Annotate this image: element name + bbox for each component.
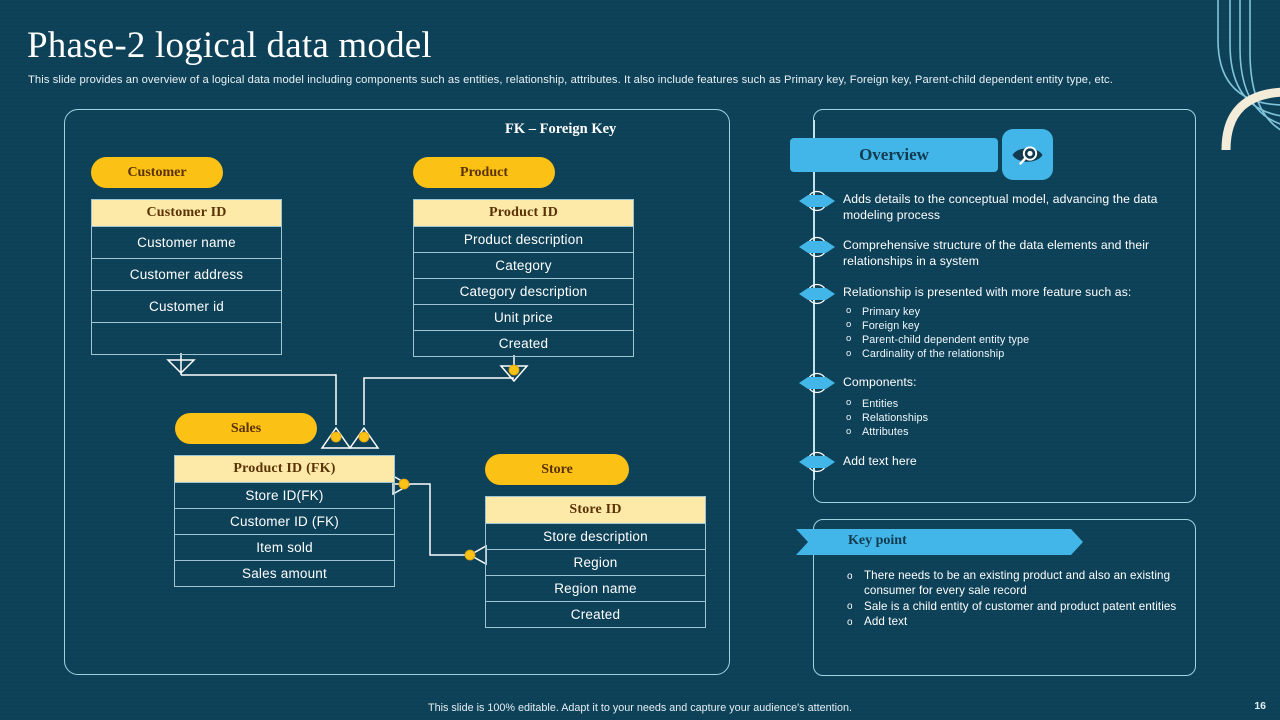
overview-banner: Overview [790, 138, 998, 172]
entity-pill-label: Store [541, 461, 573, 477]
entity-pill-label: Product [460, 164, 508, 180]
footer-note: This slide is 100% editable. Adapt it to… [427, 702, 852, 714]
overview-item-text: Components: [843, 375, 917, 390]
timeline-marker-icon [799, 452, 835, 473]
entity-attribute-row: Region [485, 550, 706, 576]
page-number: 16 [1254, 700, 1266, 712]
entity-table-customer: Customer ID Customer name Customer addre… [91, 199, 282, 355]
entity-header-cell: Product ID [413, 199, 634, 227]
overview-item-text: Comprehensive structure of the data elem… [843, 238, 1150, 268]
overview-item: Components: Entities Relationships Attri… [799, 373, 1193, 440]
entity-attribute-row: Sales amount [174, 561, 395, 587]
entity-attribute-row: Category [413, 253, 634, 279]
keypoint-item: Sale is a child entity of customer and p… [845, 599, 1185, 615]
keypoint-item: Add text [845, 614, 1185, 631]
overview-item-list: Adds details to the conceptual model, ad… [799, 190, 1193, 481]
entity-table-store: Store ID Store description Region Region… [485, 496, 706, 628]
entity-header-cell: Store ID [485, 496, 706, 524]
keypoint-item-list: There needs to be an existing product an… [845, 568, 1185, 630]
eye-search-icon[interactable] [1002, 129, 1053, 180]
overview-item: Add text here [799, 452, 1193, 473]
fk-legend-label: FK – Foreign Key [505, 121, 617, 137]
overview-item: Comprehensive structure of the data elem… [799, 236, 1193, 269]
overview-sub-item: Cardinality of the relationship [843, 347, 1193, 361]
entity-attribute-row: Region name [485, 576, 706, 602]
overview-sub-list: Entities Relationships Attributes [843, 396, 1193, 440]
entity-attribute-row: Store ID(FK) [174, 483, 395, 509]
timeline-marker-icon [799, 373, 835, 394]
timeline-marker-icon [799, 283, 835, 305]
entity-attribute-row: Unit price [413, 305, 634, 331]
entity-attribute-row: Customer id [91, 291, 282, 323]
banner-arrow-shape [796, 529, 1083, 555]
overview-item: Adds details to the conceptual model, ad… [799, 190, 1193, 223]
entity-attribute-row: Customer ID (FK) [174, 509, 395, 535]
entity-attribute-row: Created [485, 602, 706, 628]
overview-sub-item: Primary key [843, 304, 1193, 319]
timeline-marker-icon [799, 236, 835, 258]
entity-attribute-row: Customer address [91, 259, 282, 291]
entity-table-sales: Product ID (FK) Store ID(FK) Customer ID… [174, 455, 395, 587]
entity-header-cell: Product ID (FK) [174, 455, 395, 483]
entity-attribute-row: Product description [413, 227, 634, 253]
entity-attribute-row: Created [413, 331, 634, 357]
overview-sub-item: Relationships [843, 411, 1193, 425]
overview-sub-item: Parent-child dependent entity type [843, 332, 1193, 347]
keypoint-item: There needs to be an existing product an… [845, 568, 1185, 599]
overview-item-text: Adds details to the conceptual model, ad… [843, 192, 1158, 222]
entity-attribute-row: Item sold [174, 535, 395, 561]
entity-attribute-row: Customer name [91, 227, 282, 259]
entity-pill-customer[interactable]: Customer [91, 157, 223, 188]
keypoint-banner-label: Key point [848, 533, 907, 548]
entity-pill-label: Sales [230, 420, 262, 436]
entity-pill-product[interactable]: Product [413, 157, 555, 188]
page-subtitle: This slide provides an overview of a log… [28, 74, 1113, 86]
overview-item-text: Add text here [843, 454, 917, 469]
page-title: Phase-2 logical data model [27, 25, 432, 66]
overview-sub-item: Entities [843, 396, 1193, 411]
keypoint-card [813, 519, 1196, 676]
keypoint-banner: Key point [796, 529, 1083, 555]
entity-attribute-row-empty [91, 323, 282, 355]
timeline-marker-icon [799, 190, 835, 212]
entity-pill-label: Customer [127, 164, 187, 180]
overview-item: Relationship is presented with more feat… [799, 283, 1193, 362]
entity-table-product: Product ID Product description Category … [413, 199, 634, 357]
entity-attribute-row: Category description [413, 279, 634, 305]
overview-item-text: Relationship is presented with more feat… [843, 285, 1132, 299]
entity-pill-store[interactable]: Store [485, 454, 629, 485]
overview-sub-list: Primary key Foreign key Parent-child dep… [843, 304, 1193, 362]
entity-header-cell: Customer ID [91, 199, 282, 227]
overview-banner-label: Overview [859, 145, 929, 164]
overview-sub-item: Foreign key [843, 318, 1193, 333]
overview-sub-item: Attributes [843, 425, 1193, 439]
entity-pill-sales[interactable]: Sales [175, 413, 317, 444]
diagram-panel [64, 109, 730, 675]
entity-attribute-row: Store description [485, 524, 706, 550]
